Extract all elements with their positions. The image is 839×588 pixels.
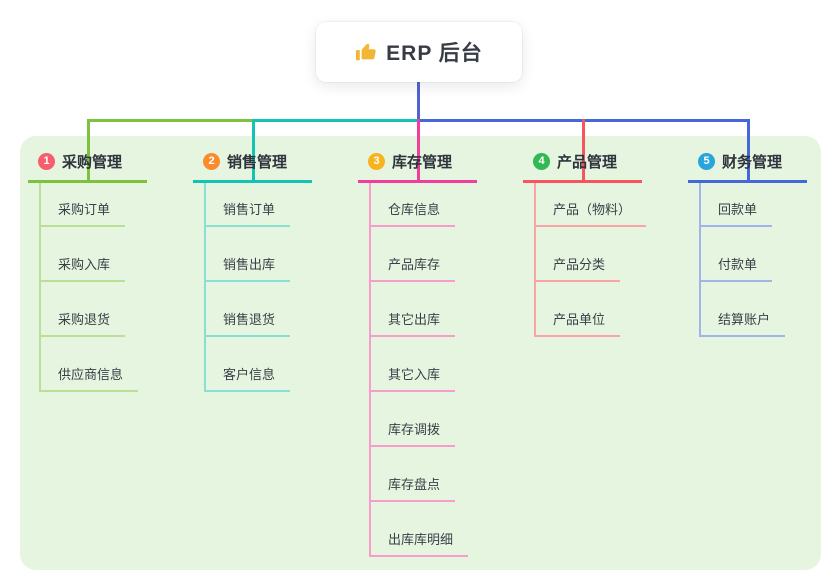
branch-title-label: 库存管理 [392,153,453,171]
connector-drop-branch-1 [87,119,90,183]
child-node[interactable]: 付款单 [699,254,773,282]
child-row: 仓库信息 [369,183,518,227]
thumbs-up-icon [355,41,377,63]
branch-title-label: 产品管理 [557,153,618,171]
child-row: 销售出库 [204,227,353,282]
child-row: 出库库明细 [369,502,518,557]
connector-drop-branch-4 [582,119,585,183]
branch-title-underline [358,180,477,183]
child-row: 销售退货 [204,282,353,337]
child-row: 付款单 [699,227,839,282]
branch-number-badge: 3 [368,152,385,170]
branch-title-node[interactable]: 5 财务管理 [688,148,839,174]
branch-title-label: 销售管理 [227,153,288,171]
branch-children: 销售订单销售出库销售退货客户信息 [204,183,353,392]
child-node[interactable]: 采购退货 [39,309,126,337]
child-row: 产品分类 [534,227,683,282]
branch-number-badge: 1 [38,152,55,170]
child-node[interactable]: 客户信息 [204,364,291,392]
child-node[interactable]: 产品单位 [534,309,621,337]
branch-column: 4 产品管理 产品（物料） 产品分类产品单位 [523,148,683,337]
child-row: 供应商信息 [39,337,188,392]
branch-children: 回款单付款单结算账户 [699,183,839,337]
child-row: 采购退货 [39,282,188,337]
child-node[interactable]: 采购订单 [39,199,126,227]
child-node[interactable]: 库存盘点 [369,474,456,502]
branch-children: 采购订单采购入库采购退货供应商信息 [39,183,188,392]
child-node[interactable]: 其它入库 [369,364,456,392]
branch-title-label: 财务管理 [722,153,783,171]
child-row: 其它入库 [369,337,518,392]
branch-title-node[interactable]: 2 销售管理 [193,148,353,174]
branch-children: 产品（物料） 产品分类产品单位 [534,183,683,337]
child-node[interactable]: 销售订单 [204,199,291,227]
child-node[interactable]: 销售退货 [204,309,291,337]
child-row: 产品（物料） [534,183,683,227]
branch-title-node[interactable]: 1 采购管理 [28,148,188,174]
child-node[interactable]: 产品库存 [369,254,456,282]
child-node[interactable]: 销售出库 [204,254,291,282]
child-node[interactable]: 其它出库 [369,309,456,337]
branch-title-node[interactable]: 3 库存管理 [358,148,518,174]
branch-title-underline [28,180,147,183]
connector-drop-branch-5 [747,119,750,183]
child-row: 采购订单 [39,183,188,227]
child-row: 回款单 [699,183,839,227]
branch-children: 仓库信息产品库存其它出库其它入库库存调拨库存盘点出库库明细 [369,183,518,557]
child-node[interactable]: 产品分类 [534,254,621,282]
connector-drop-branch-2 [252,119,255,183]
branches-panel [20,136,821,570]
branch-number-badge: 2 [203,152,220,170]
root-node[interactable]: ERP 后台 [316,22,522,82]
branch-number-badge: 5 [698,152,715,170]
branch-column: 5 财务管理 回款单付款单结算账户 [688,148,839,337]
connector-drop-branch-3 [417,119,420,183]
child-row: 库存盘点 [369,447,518,502]
branch-title-underline [523,180,642,183]
child-node[interactable]: 产品（物料） [534,199,647,227]
connector-bus-left [87,119,254,122]
child-row: 销售订单 [204,183,353,227]
child-row: 结算账户 [699,282,839,337]
branch-title-underline [193,180,312,183]
child-node[interactable]: 供应商信息 [39,364,139,392]
branch-number-badge: 4 [533,152,550,170]
child-node[interactable]: 回款单 [699,199,773,227]
branch-column: 2 销售管理 销售订单销售出库销售退货客户信息 [193,148,353,392]
child-node[interactable]: 仓库信息 [369,199,456,227]
connector-trunk [417,82,420,121]
child-row: 客户信息 [204,337,353,392]
child-node[interactable]: 库存调拨 [369,419,456,447]
child-row: 采购入库 [39,227,188,282]
branch-title-underline [688,180,807,183]
branch-title-label: 采购管理 [62,153,123,171]
child-node[interactable]: 结算账户 [699,309,786,337]
branch-title-node[interactable]: 4 产品管理 [523,148,683,174]
child-row: 库存调拨 [369,392,518,447]
child-node[interactable]: 出库库明细 [369,529,469,557]
root-node-label: ERP 后台 [386,42,483,65]
child-row: 产品单位 [534,282,683,337]
child-row: 其它出库 [369,282,518,337]
branch-column: 1 采购管理 采购订单采购入库采购退货供应商信息 [28,148,188,392]
connector-bus-mid [252,119,419,122]
child-node[interactable]: 采购入库 [39,254,126,282]
branch-column: 3 库存管理 仓库信息产品库存其它出库其它入库库存调拨库存盘点出库库明细 [358,148,518,557]
child-row: 产品库存 [369,227,518,282]
